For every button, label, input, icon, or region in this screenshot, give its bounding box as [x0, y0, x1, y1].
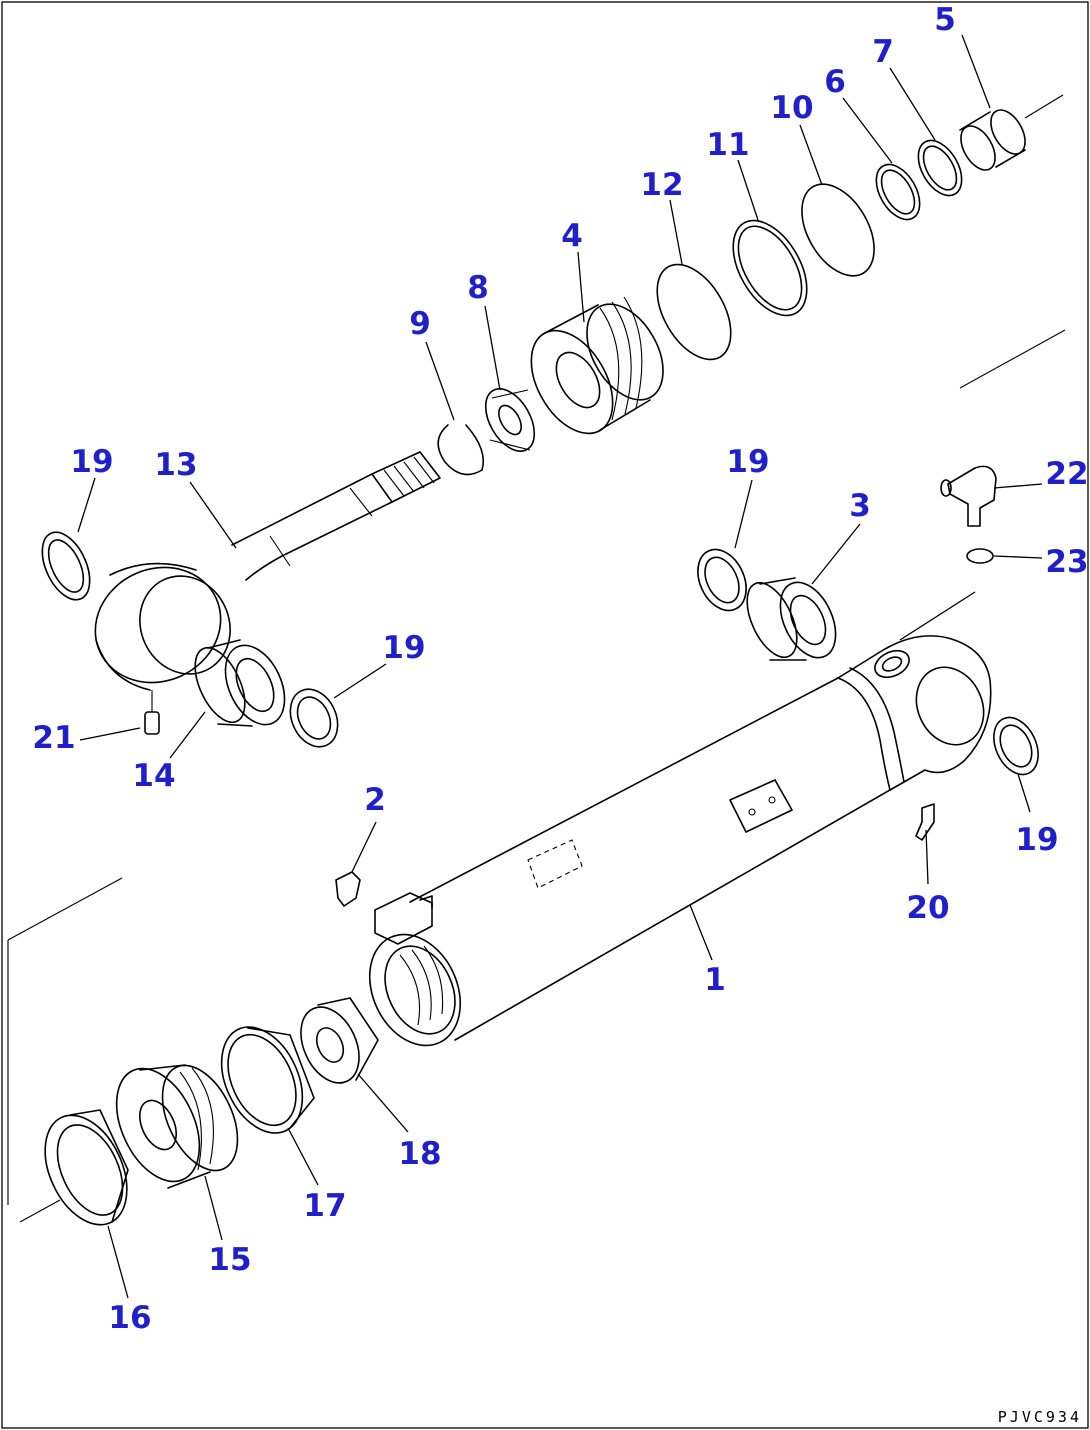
callout-22: 22	[1045, 456, 1088, 492]
part-21-grease-fitting	[144, 690, 160, 735]
part-17-ring	[220, 1026, 315, 1134]
part-22-elbow-fitting	[940, 465, 997, 527]
callout-7: 7	[872, 34, 894, 70]
part-20-grease-fitting	[915, 803, 935, 841]
axis-line-left	[7, 877, 123, 941]
callout-2: 2	[364, 782, 386, 818]
rod-axis-line	[1024, 94, 1064, 119]
part-23-o-ring	[966, 548, 994, 564]
axis-line-right	[959, 329, 1066, 389]
part-14-bushing	[194, 639, 286, 727]
part-3-bushing	[746, 577, 837, 661]
part-12-o-ring	[656, 263, 732, 361]
callout-19-mid-right: 19	[726, 444, 769, 480]
part-7-ring	[917, 139, 963, 197]
part-19-seal-top-left	[41, 531, 91, 601]
part-16-seal	[44, 1109, 129, 1226]
callout-14: 14	[132, 758, 175, 794]
leader-lines	[77, 34, 1043, 1299]
callout-23: 23	[1045, 544, 1088, 580]
callout-19-right: 19	[1015, 822, 1058, 858]
callout-16: 16	[108, 1300, 151, 1336]
callout-15: 15	[208, 1242, 251, 1278]
callout-6: 6	[824, 64, 846, 100]
callout-20: 20	[906, 890, 949, 926]
part-19-seal-mid-right	[697, 548, 747, 612]
callout-8: 8	[467, 270, 489, 306]
callout-5: 5	[934, 2, 956, 38]
callout-11: 11	[706, 127, 749, 163]
callout-19-top-left: 19	[70, 444, 113, 480]
part-10-o-ring	[801, 183, 875, 277]
part-8-nut	[484, 388, 536, 452]
part-15-piston	[115, 1064, 239, 1189]
part-6-ring	[875, 163, 921, 221]
callout-18: 18	[398, 1136, 441, 1172]
part-1-cylinder-tube	[368, 591, 992, 1047]
part-9-snap-ring	[437, 424, 485, 476]
callout-1: 1	[704, 962, 726, 998]
callout-13: 13	[154, 447, 197, 483]
axis-line-bottom	[19, 1199, 61, 1223]
callout-3: 3	[849, 488, 871, 524]
part-4-piston	[530, 296, 664, 435]
part-2-plug	[335, 871, 361, 907]
part-13-piston-rod	[94, 451, 441, 691]
part-19-seal-right	[993, 716, 1039, 776]
callout-4: 4	[561, 218, 583, 254]
callout-10: 10	[770, 90, 813, 126]
part-18-nut	[300, 997, 379, 1084]
callout-9: 9	[409, 306, 431, 342]
drawing-code: PJVC934	[998, 1408, 1082, 1426]
callout-17: 17	[303, 1188, 346, 1224]
part-19-seal-mid-left	[289, 688, 339, 748]
callout-19-mid-left: 19	[382, 630, 425, 666]
callout-12: 12	[640, 167, 683, 203]
part-11-ring	[732, 219, 808, 317]
callout-21: 21	[32, 720, 75, 756]
part-5-plug	[959, 109, 1026, 171]
